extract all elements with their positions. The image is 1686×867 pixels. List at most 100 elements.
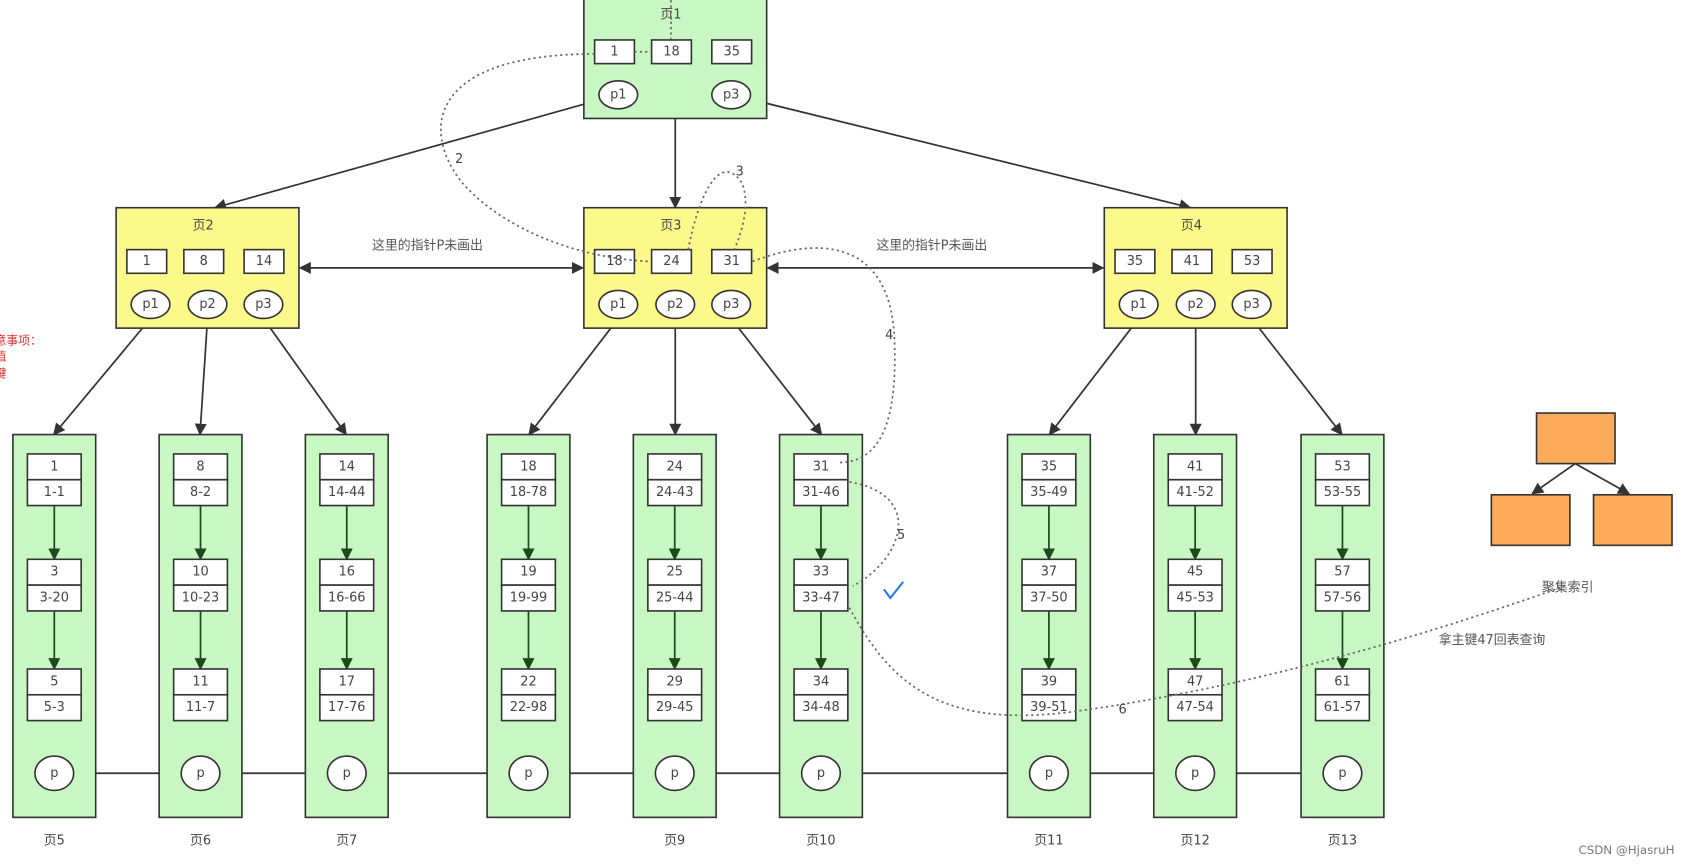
- record-key-box: [26, 453, 82, 481]
- record-key: 10: [192, 565, 208, 580]
- leaf-pointer-circle: [180, 755, 221, 792]
- search-step-path: [752, 247, 896, 464]
- record-key: 29: [667, 674, 683, 689]
- record-value: 61-57: [1324, 700, 1361, 715]
- record-key: 14: [339, 459, 355, 474]
- key-box: [243, 248, 285, 275]
- legend-arrow: [1531, 462, 1576, 495]
- record-key: 5: [50, 674, 58, 689]
- record-value: 35-49: [1030, 485, 1067, 500]
- key-box: [183, 248, 225, 275]
- record-value-box: [26, 693, 82, 722]
- record-value: 3-20: [40, 591, 69, 606]
- leaf-pointer-label: p: [524, 766, 532, 781]
- key-value: 14: [256, 254, 272, 269]
- record-key: 8: [196, 459, 204, 474]
- record-value-box: [647, 693, 703, 722]
- leaf-pointer-label: p: [1045, 766, 1053, 781]
- key-box: [711, 248, 753, 275]
- key-value: 24: [663, 254, 679, 269]
- pointer-label: p1: [142, 297, 158, 312]
- key-value: 41: [1184, 254, 1200, 269]
- record-key: 24: [667, 459, 683, 474]
- key-value: 18: [663, 44, 679, 59]
- checkmark-icon: [882, 581, 905, 600]
- record-key: 11: [192, 674, 208, 689]
- leaf-pointer-circle: [654, 755, 695, 792]
- step-label: 6: [1118, 702, 1126, 717]
- key-box: [1171, 248, 1213, 275]
- record-value: 16-66: [328, 591, 365, 606]
- key-box: [711, 39, 753, 65]
- leaf-page-label: 页11: [1034, 834, 1063, 849]
- record-key: 53: [1334, 459, 1350, 474]
- record-key: 35: [1041, 459, 1057, 474]
- pointer-label: p2: [199, 297, 215, 312]
- leaf-pointer-circle: [1028, 755, 1070, 792]
- left-note-line-1: 注意事项：: [0, 333, 42, 347]
- parent-child-arrow: [730, 317, 823, 436]
- leaf-pointer-label: p: [671, 766, 679, 781]
- record-key: 33: [813, 565, 829, 580]
- step-label: 5: [897, 528, 905, 543]
- leaf-page-label: 页10: [806, 834, 835, 849]
- leaf-pointer-circle: [1322, 755, 1363, 792]
- pointer-circle: [598, 80, 639, 110]
- record-value-box: [500, 693, 557, 722]
- key-value: 53: [1244, 254, 1260, 269]
- leaf-pointer-circle: [508, 755, 549, 792]
- pointer-label: p1: [1130, 297, 1146, 312]
- record-value-box: [1167, 693, 1223, 722]
- leaf-pointer-label: p: [50, 766, 58, 781]
- record-value-box: [319, 584, 375, 612]
- record-key-box: [793, 453, 849, 481]
- record-value-box: [319, 478, 375, 507]
- record-value-box: [172, 584, 229, 612]
- record-key: 31: [813, 459, 829, 474]
- record-key-box: [1314, 668, 1371, 696]
- record-value-box: [793, 584, 849, 612]
- pointer-label: p2: [1187, 297, 1203, 312]
- key-value: 1: [610, 44, 618, 59]
- record-key: 3: [50, 565, 58, 580]
- record-key: 18: [520, 459, 536, 474]
- leaf-page-label: 页9: [664, 834, 685, 849]
- pointer-label: p3: [723, 297, 739, 312]
- record-key: 17: [339, 674, 355, 689]
- inner-page-label: 页4: [1181, 218, 1202, 233]
- sibling-note-right: 这里的指针P未画出: [876, 238, 987, 254]
- key-value: 35: [1127, 254, 1143, 269]
- record-key-box: [647, 668, 703, 696]
- record-value: 57-56: [1324, 591, 1361, 606]
- record-key: 45: [1187, 565, 1203, 580]
- legend-left-box: [1490, 493, 1571, 547]
- legend-arrow: [1574, 462, 1631, 495]
- record-value-box: [1167, 478, 1223, 507]
- leaf-pointer-circle: [34, 755, 75, 792]
- pointer-circle: [711, 80, 752, 110]
- key-box: [126, 248, 168, 275]
- step-label: 3: [736, 165, 744, 180]
- record-value: 47-54: [1176, 700, 1213, 715]
- record-value-box: [1314, 693, 1371, 722]
- parent-child-arrow: [52, 317, 152, 436]
- pointer-circle: [598, 289, 639, 320]
- step-label: 2: [455, 152, 463, 167]
- record-value-box: [1314, 584, 1371, 612]
- key-value: 31: [724, 254, 740, 269]
- record-key: 37: [1041, 565, 1057, 580]
- parent-child-arrow: [213, 98, 603, 211]
- inner-page-label: 页3: [660, 218, 681, 233]
- pointer-circle: [243, 289, 284, 320]
- pointer-label: p1: [610, 297, 626, 312]
- leaf-pointer-circle: [326, 755, 367, 792]
- tree-edges: [52, 98, 1343, 780]
- pointer-circle: [711, 289, 752, 320]
- record-key: 34: [813, 674, 829, 689]
- record-key-box: [319, 668, 375, 696]
- legend-label: 聚集索引: [1542, 580, 1594, 596]
